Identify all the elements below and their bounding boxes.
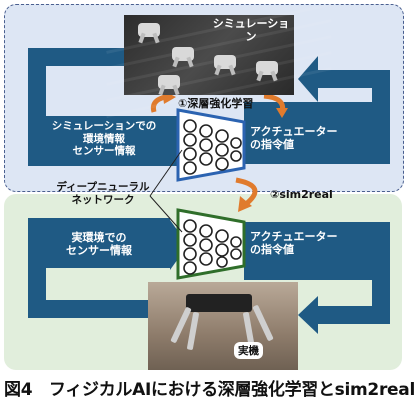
- sim-right-arrowhead: [298, 56, 318, 102]
- dnn-pointer-line-2: [149, 195, 183, 233]
- real-sensor-line1: 実環境での: [71, 231, 127, 244]
- real-actuator-box: [244, 222, 390, 268]
- rl-arrow-right-head: [276, 108, 288, 118]
- real-right-arrowhead: [298, 296, 318, 334]
- real-right-arrow: [244, 262, 390, 324]
- real-actuator-text: アクチュエーター の指令値: [250, 230, 380, 256]
- sim2real-arrow: [235, 177, 258, 206]
- real-sensor-box: [28, 222, 170, 268]
- sim-robot: [138, 23, 160, 37]
- robot-body: [186, 294, 252, 312]
- sim2real-arrow-head: [238, 196, 252, 212]
- dnn-line1: ディープニューラル: [56, 181, 150, 193]
- figure-caption: 図4 フィジカルAIにおける深層強化学習とsim2real: [4, 380, 415, 400]
- real-sensor-text: 実環境での センサー情報: [30, 231, 168, 257]
- sim-actuator-text: アクチュエーター の指令値: [250, 125, 380, 151]
- real-robot-title: 実機: [234, 342, 263, 359]
- sim-robot: [256, 61, 278, 75]
- robot-leg: [252, 304, 274, 342]
- real-sensor-line2: センサー情報: [66, 244, 132, 258]
- sim-robot: [158, 75, 180, 89]
- sim-actuator-line2: の指令値: [250, 138, 294, 152]
- real-robot-image: 実機: [148, 282, 298, 370]
- sim-sensor-text: シミュレーションでの 環境情報 センサー情報: [30, 120, 178, 158]
- sim-network-nodes: [183, 119, 242, 175]
- sim-sensor-line3: センサー情報: [72, 145, 136, 158]
- sim-actuator-line1: アクチュエーター: [250, 125, 338, 138]
- dnn-pointer-line: [149, 149, 183, 197]
- simulation-image: シミュレーション: [106, 3, 332, 118]
- real-network-nodes: [183, 219, 242, 275]
- sim-sensor-line1: シミュレーションでの: [51, 120, 157, 132]
- dnn-line2: ネットワーク: [71, 193, 135, 206]
- real-actuator-line1: アクチュエーター: [250, 230, 338, 243]
- sim-sensor-box: [28, 116, 180, 166]
- sim-sensor-line2: 環境情報: [83, 132, 125, 145]
- simulation-title: シミュレーション: [212, 17, 290, 44]
- robot-leg: [186, 311, 200, 351]
- sim2real-step-label: ②sim2real: [270, 188, 333, 201]
- dnn-label: ディープニューラル ネットワーク: [28, 181, 178, 206]
- rl-step-label: ①深層強化学習: [178, 97, 254, 110]
- sim-robot: [172, 47, 194, 61]
- sim-actuator-box: [244, 116, 390, 164]
- real-actuator-line2: の指令値: [250, 243, 294, 257]
- sim-robot: [214, 55, 236, 69]
